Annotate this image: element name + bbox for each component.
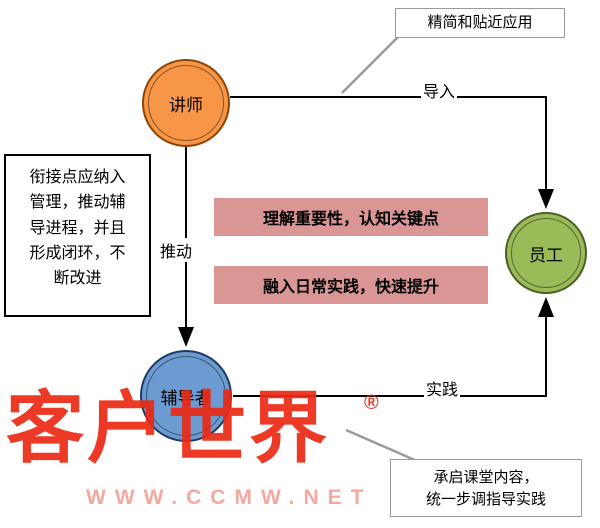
node-lecturer-label: 讲师 xyxy=(169,95,203,115)
highlight-box-understand: 理解重要性，认知关键点 xyxy=(214,198,488,236)
callout-top-connector-line xyxy=(341,36,399,94)
arrow-practice-line xyxy=(233,297,554,397)
node-coach: 辅导者 xyxy=(140,350,232,442)
node-employee-label: 员工 xyxy=(529,245,563,265)
node-lecturer: 讲师 xyxy=(142,59,230,147)
arrow-import-line xyxy=(230,96,554,209)
callout-bottom-connector-line xyxy=(345,428,418,463)
left-note-box: 衔接点应纳入 管理，推动辅 导进程，并且 形成闭环，不 断改进 xyxy=(4,154,151,317)
callout-bottom-note: 承启课堂内容， 统一步调指导实践 xyxy=(390,459,582,517)
edge-label-import: 导入 xyxy=(421,78,458,102)
highlight-box-practice: 融入日常实践，快速提升 xyxy=(214,266,488,304)
node-coach-label: 辅导者 xyxy=(160,388,212,408)
watermark-registered-mark: ® xyxy=(364,392,379,414)
edge-label-practice: 实践 xyxy=(424,376,461,400)
watermark-url: WWW.CCMW.NET xyxy=(86,486,373,509)
callout-top-note: 精简和贴近应用 xyxy=(395,8,565,38)
node-employee: 员工 xyxy=(505,212,587,294)
edge-label-push: 推动 xyxy=(158,238,195,262)
